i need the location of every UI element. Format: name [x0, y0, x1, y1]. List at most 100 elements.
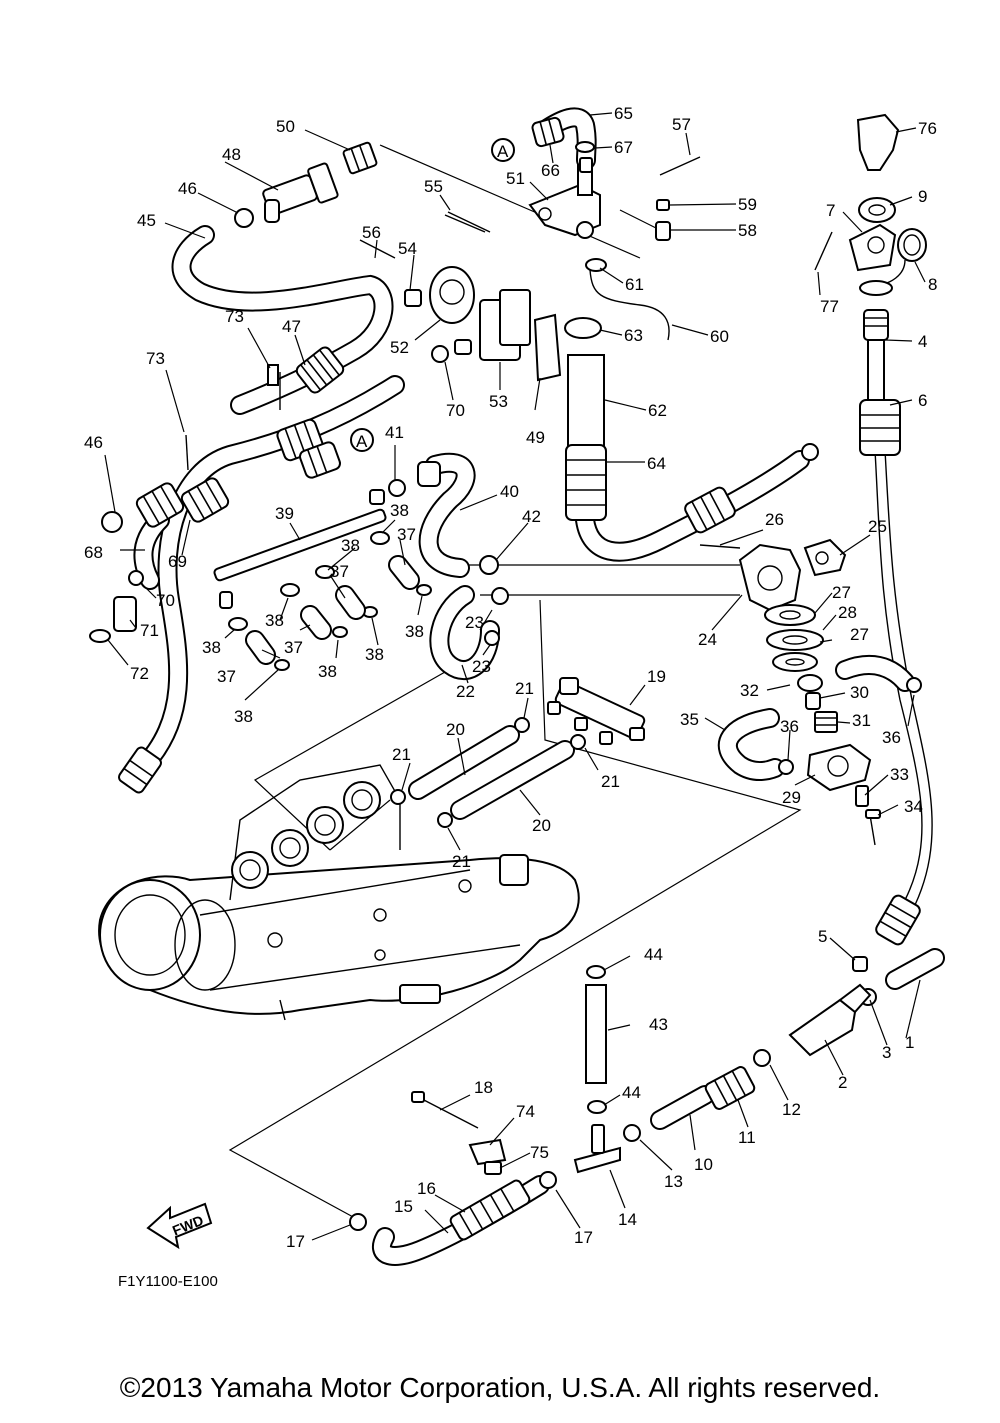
callout-31: 31 [852, 711, 871, 730]
callout-45: 45 [137, 211, 156, 230]
callout-44-bottom: 44 [622, 1083, 641, 1102]
callout-17-right: 17 [574, 1228, 593, 1247]
diagram-code: F1Y1100-E100 [118, 1273, 218, 1290]
callout-41: 41 [385, 423, 404, 442]
callout-53: 53 [489, 392, 508, 411]
callout-27-upper: 27 [832, 583, 851, 602]
callout-54: 54 [398, 239, 417, 258]
callout-35: 35 [680, 710, 699, 729]
callout-15: 15 [394, 1197, 413, 1216]
callout-38-d: 38 [318, 662, 337, 681]
callout-38-a: 38 [202, 638, 221, 657]
callout-28: 28 [838, 603, 857, 622]
callout-56: 56 [362, 223, 381, 242]
callout-23-lower: 23 [472, 657, 491, 676]
callout-21-right: 21 [601, 772, 620, 791]
callout-59: 59 [738, 195, 757, 214]
callout-38-c: 38 [265, 611, 284, 630]
callout-5: 5 [818, 927, 827, 946]
callout-9: 9 [918, 187, 927, 206]
callout-24: 24 [698, 630, 717, 649]
callout-44-top: 44 [644, 945, 663, 964]
callout-34: 34 [904, 797, 923, 816]
callout-leaders [104, 112, 926, 1241]
callout-18: 18 [474, 1078, 493, 1097]
callout-46-left: 46 [84, 433, 103, 452]
callout-36-left: 36 [780, 717, 799, 736]
callout-19: 19 [647, 667, 666, 686]
engine-exhaust-assembly [98, 764, 580, 1021]
callout-20-lower: 20 [532, 816, 551, 835]
callout-37-b: 37 [284, 638, 303, 657]
callout-numbers: 1 2 3 4 5 6 7 8 9 10 11 12 13 14 15 16 1… [84, 104, 937, 1290]
bellows [118, 116, 921, 1241]
callout-58: 58 [738, 221, 757, 240]
callout-75: 75 [530, 1143, 549, 1162]
callout-4: 4 [918, 332, 927, 351]
callout-76: 76 [918, 119, 937, 138]
callout-30: 30 [850, 683, 869, 702]
callout-3: 3 [882, 1043, 891, 1062]
callout-52: 52 [390, 338, 409, 357]
callout-77: 77 [820, 297, 839, 316]
callout-73-upper: 73 [225, 307, 244, 326]
callout-68: 68 [84, 543, 103, 562]
callout-37-d: 37 [397, 525, 416, 544]
callout-42: 42 [522, 507, 541, 526]
callout-49: 49 [526, 428, 545, 447]
callout-21-top: 21 [515, 679, 534, 698]
callout-74: 74 [516, 1102, 535, 1121]
callout-38-f: 38 [405, 622, 424, 641]
callout-57: 57 [672, 115, 691, 134]
callout-16: 16 [417, 1179, 436, 1198]
callout-46-top: 46 [178, 179, 197, 198]
callout-37-c: 37 [330, 562, 349, 581]
callout-2: 2 [838, 1073, 847, 1092]
callout-69: 69 [168, 552, 187, 571]
callout-60: 60 [710, 327, 729, 346]
connector-a-mid: A [350, 428, 374, 452]
small-parts [89, 113, 927, 1231]
callout-55: 55 [424, 177, 443, 196]
connector-a-top: A [491, 138, 515, 162]
callout-38-b: 38 [234, 707, 253, 726]
callout-38-e: 38 [365, 645, 384, 664]
callout-12: 12 [782, 1100, 801, 1119]
callout-23-upper: 23 [465, 613, 484, 632]
callout-10: 10 [694, 1155, 713, 1174]
callout-33: 33 [890, 765, 909, 784]
callout-62: 62 [648, 401, 667, 420]
callout-37-a: 37 [217, 667, 236, 686]
callout-1: 1 [905, 1033, 914, 1052]
callout-36-right: 36 [882, 728, 901, 747]
callout-64: 64 [647, 454, 666, 473]
callout-51: 51 [506, 169, 525, 188]
callout-66: 66 [541, 161, 560, 180]
callout-26: 26 [765, 510, 784, 529]
callout-11: 11 [738, 1128, 756, 1147]
callout-65: 65 [614, 104, 633, 123]
callout-22: 22 [456, 682, 475, 701]
callout-21-bottom: 21 [452, 852, 471, 871]
callout-50: 50 [276, 117, 295, 136]
callout-32: 32 [740, 681, 759, 700]
callout-14: 14 [618, 1210, 637, 1229]
callout-47: 47 [282, 317, 301, 336]
callout-43: 43 [649, 1015, 668, 1034]
callout-70-left: 70 [156, 591, 175, 610]
callout-71: 71 [140, 621, 159, 640]
callout-38-h: 38 [390, 501, 409, 520]
callout-17-left: 17 [286, 1232, 305, 1251]
callout-61: 61 [625, 275, 644, 294]
callout-40: 40 [500, 482, 519, 501]
callout-67: 67 [614, 138, 633, 157]
callout-27-lower: 27 [850, 625, 869, 644]
callout-73-lower: 73 [146, 349, 165, 368]
copyright-notice: ©2013 Yamaha Motor Corporation, U.S.A. A… [119, 1372, 881, 1403]
callout-63: 63 [624, 326, 643, 345]
callout-38-g: 38 [341, 536, 360, 555]
callout-7: 7 [826, 201, 835, 220]
callout-39: 39 [275, 504, 294, 523]
